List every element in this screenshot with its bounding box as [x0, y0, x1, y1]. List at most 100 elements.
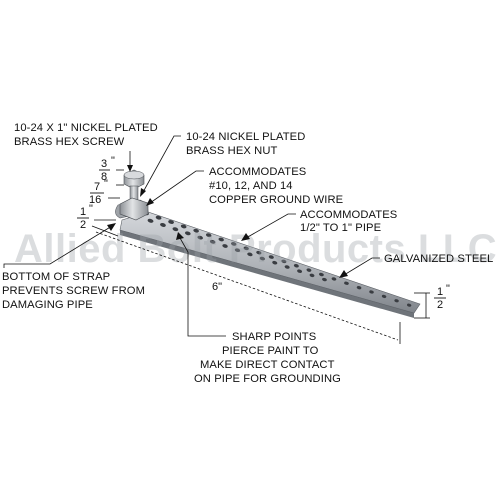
dim-3-8: 3 8 " — [99, 155, 124, 186]
label-sharp-points-line-1: SHARP POINTS — [232, 331, 316, 343]
dim-length-ext-left — [91, 225, 119, 237]
strap-hole — [369, 290, 374, 294]
dim-1-2-left-num: 1 — [80, 206, 86, 218]
strap-hole — [209, 239, 216, 244]
strap-hole — [284, 265, 290, 269]
label-sharp-points-line-4: ON PIPE FOR GROUNDING — [194, 373, 341, 385]
strap-hole — [331, 277, 337, 281]
label-hex-screw: 10-24 X 1" NICKEL PLATED BRASS HEX SCREW — [14, 122, 161, 148]
label-pipe-size-line-1: ACCOMMODATES — [300, 209, 397, 221]
strap-hole — [234, 248, 241, 253]
label-bottom-of-strap-line-2: PREVENTS SCREW FROM — [2, 285, 145, 297]
strap-hole — [180, 224, 187, 229]
strap-hole — [197, 235, 203, 240]
strap-hole — [218, 237, 224, 242]
strap-top-face — [119, 211, 421, 314]
label-copper-wire-line-3: COPPER GROUND WIRE — [209, 194, 343, 206]
dim-3-8-unit: " — [111, 155, 115, 167]
arrow-copper-wire — [146, 198, 154, 206]
dim-7-16-num: 7 — [94, 181, 100, 193]
dim-1-2-left-unit: " — [89, 203, 93, 215]
label-sharp-points-line-2: PIERCE PAINT TO — [222, 345, 319, 357]
hex-nut — [119, 197, 149, 221]
leader-pipe-size — [245, 213, 296, 239]
strap-hole — [356, 286, 362, 290]
screw-head-top — [123, 170, 145, 180]
label-pipe-size-line-2: 1/2" TO 1" PIPE — [300, 222, 381, 234]
strap-hole — [268, 255, 274, 259]
leader-copper-wire — [149, 170, 204, 204]
strap-hole — [247, 252, 253, 257]
strap-hole — [222, 244, 228, 248]
strap-holes — [143, 211, 412, 307]
arrow-bottom-of-strap — [107, 223, 116, 231]
arrow-galvanized-steel — [339, 270, 348, 278]
strap-hole — [193, 228, 199, 233]
strap-hole — [406, 303, 412, 307]
label-copper-wire: ACCOMMODATES #10, 12, AND 14 COPPER GROU… — [209, 166, 343, 206]
leader-galvanized-steel — [343, 257, 380, 276]
strap-edge — [120, 230, 414, 318]
leader-hex-nut — [141, 135, 181, 195]
label-copper-wire-line-2: #10, 12, AND 14 — [209, 180, 293, 192]
label-copper-wire-line-1: ACCOMMODATES — [209, 166, 306, 178]
label-hex-nut-line-1: 10-24 NICKEL PLATED — [186, 131, 305, 143]
watermark-text: Allied Bolt Products LLC — [14, 227, 497, 271]
dim-length-line — [95, 231, 399, 341]
strap-hole — [318, 272, 324, 277]
arrow-hex-nut — [140, 188, 146, 197]
strap-hole — [272, 260, 278, 265]
dim-1-2-right-num: 1 — [437, 286, 443, 298]
label-pipe-size: ACCOMMODATES 1/2" TO 1" PIPE — [300, 209, 401, 234]
strap-hole — [184, 231, 191, 236]
strap-hole — [172, 227, 179, 232]
dim-3-8-num: 3 — [101, 158, 107, 170]
dim-7-16: 7 16 " — [89, 178, 120, 206]
strap-hole — [168, 220, 174, 224]
label-hex-nut-line-2: BRASS HEX NUT — [186, 145, 278, 157]
strap-hole — [381, 294, 387, 299]
strap-hole — [243, 246, 249, 251]
strap-hole — [281, 259, 287, 264]
dim-1-2-right-unit: " — [446, 283, 450, 295]
label-galvanized-steel: GALVANIZED STEEL — [384, 253, 493, 265]
strap-hole — [231, 242, 237, 246]
dim-1-2-right-den: 2 — [437, 299, 443, 311]
dim-1-2-right: 1 2 " — [414, 283, 450, 319]
strap-hole — [147, 218, 154, 223]
strap-hole — [155, 215, 162, 220]
strap-hole — [293, 264, 299, 268]
strap-hole — [256, 250, 262, 255]
strap-hole — [309, 273, 315, 278]
dim-3-8-den: 8 — [101, 171, 107, 183]
strap-hole — [394, 299, 399, 303]
strap-hole — [306, 268, 312, 272]
arrow-sharp-points — [176, 232, 184, 240]
leader-bottom-of-strap — [3, 225, 113, 268]
strap-hole — [160, 222, 166, 227]
strap-hole — [297, 269, 303, 273]
label-sharp-points: SHARP POINTS PIERCE PAINT TO MAKE DIRECT… — [194, 331, 341, 385]
strap-hole — [344, 281, 349, 285]
dim-7-16-den: 16 — [89, 194, 101, 206]
dim-1-2-left-den: 2 — [80, 219, 86, 231]
label-hex-nut: 10-24 NICKEL PLATED BRASS HEX NUT — [186, 131, 309, 157]
strap-hole — [322, 277, 327, 282]
label-hex-screw-line-1: 10-24 X 1" NICKEL PLATED — [14, 122, 158, 134]
hex-screw-assembly — [119, 169, 149, 221]
label-bottom-of-strap: BOTTOM OF STRAP PREVENTS SCREW FROM DAMA… — [2, 271, 148, 311]
label-bottom-of-strap-line-1: BOTTOM OF STRAP — [2, 271, 110, 283]
arrow-hex-screw — [127, 165, 133, 172]
dim-1-2-left: 1 2 " — [77, 203, 116, 231]
arrow-pipe-size — [241, 233, 250, 241]
dim-7-16-unit: " — [104, 178, 108, 190]
leader-sharp-points — [179, 237, 226, 337]
label-sharp-points-line-3: MAKE DIRECT CONTACT — [200, 359, 335, 371]
label-hex-screw-line-2: BRASS HEX SCREW — [14, 136, 125, 148]
strap-hole — [205, 233, 212, 238]
strap-hole — [259, 256, 265, 261]
dim-length: 6" — [91, 225, 401, 344]
dim-length-value: 6" — [212, 281, 222, 293]
label-bottom-of-strap-line-3: DAMAGING PIPE — [2, 299, 93, 311]
